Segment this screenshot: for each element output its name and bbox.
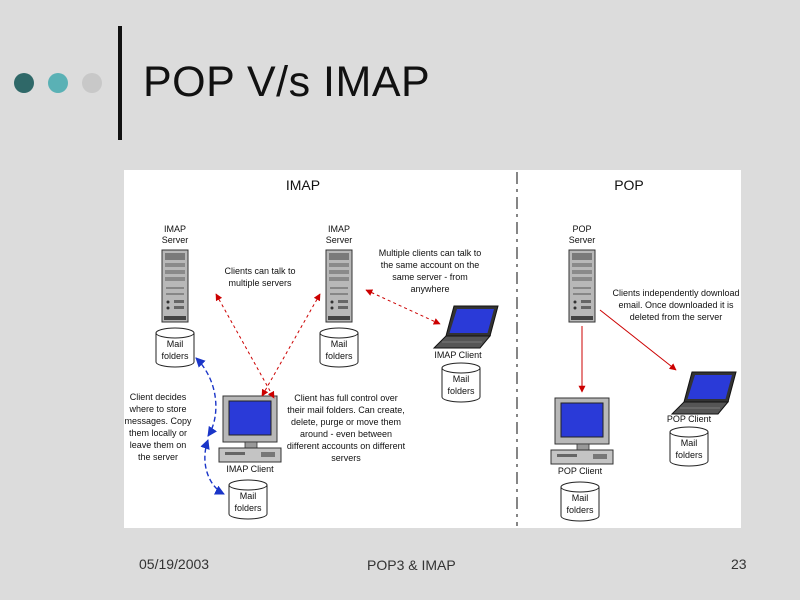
server-icon [325, 249, 353, 323]
pop-desktop-client: POP Client [550, 397, 614, 476]
note-line: deleted from the server [630, 312, 723, 322]
note-line: servers [331, 453, 361, 463]
arrow-pop-server-laptop [599, 309, 677, 371]
note-line: them locally or [129, 428, 187, 438]
desktop-computer-icon [550, 397, 614, 465]
mail-folders-label-line2: folders [161, 351, 189, 361]
note-client-decides: Client decides where to store messages. Co… [124, 392, 192, 462]
pop-imap-diagram: IMAP POP IMAP Server Mail folders IMAP S… [124, 170, 741, 528]
mail-folders-label-line2: folders [325, 351, 353, 361]
mail-folders-label-line1: Mail [453, 374, 470, 384]
pop-server-label-line2: Server [569, 235, 596, 245]
pop-heading: POP [614, 177, 644, 193]
imap-desktop-client: IMAP Client [218, 395, 282, 474]
imap-laptop-mail-folders: Mail folders [441, 362, 481, 403]
note-line: delete, purge or move them [291, 417, 401, 427]
note-line: around - even between [300, 429, 392, 439]
note-line: where to store [128, 404, 186, 414]
note-multiple-servers: Clients can talk to multiple servers [224, 266, 295, 288]
pop-desktop-client-label: POP Client [558, 466, 603, 476]
imap-server-2-label-line2: Server [326, 235, 353, 245]
desktop-computer-icon [218, 395, 282, 463]
mail-folders-label-line1: Mail [681, 438, 698, 448]
note-line: leave them on [130, 440, 187, 450]
mail-folders-label-line2: folders [447, 386, 475, 396]
mail-folders-label-line2: folders [566, 505, 594, 515]
arrow-client-server2 [261, 293, 321, 397]
decor-dot-gray [82, 73, 102, 93]
imap-server-2-mail-folders: Mail folders [319, 327, 359, 368]
slide-title: POP V/s IMAP [143, 58, 431, 106]
pop-desktop-mail-folders: Mail folders [560, 481, 600, 522]
note-line: Clients independently download [612, 288, 739, 298]
pop-laptop-mail-folders: Mail folders [669, 426, 709, 467]
laptop-icon [433, 305, 499, 349]
note-line: same server - from [392, 272, 468, 282]
imap-server-2-label-line1: IMAP [328, 224, 350, 234]
arrow-client-server1 [215, 293, 275, 399]
mail-folders-label-line1: Mail [167, 339, 184, 349]
footer-date: 05/19/2003 [139, 556, 210, 572]
arrow-local-to-server-folders [195, 357, 217, 437]
mail-folders-label-line1: Mail [240, 491, 257, 501]
imap-server-1-label-line1: IMAP [164, 224, 186, 234]
note-line: Clients can talk to [224, 266, 295, 276]
footer-title: POP3 & IMAP [367, 557, 456, 573]
note-line: their mail folders. Can create, [287, 405, 405, 415]
mail-folders-label-line2: folders [675, 450, 703, 460]
imap-server-1-label-line2: Server [162, 235, 189, 245]
imap-heading: IMAP [286, 177, 320, 193]
imap-laptop-client-label: IMAP Client [434, 350, 482, 360]
footer-page-number: 23 [731, 556, 747, 572]
note-line: Multiple clients can talk to [379, 248, 482, 258]
mail-folders-label-line1: Mail [331, 339, 348, 349]
imap-laptop-client: IMAP Client [433, 305, 499, 360]
laptop-icon [671, 371, 737, 415]
note-line: Client has full control over [294, 393, 398, 403]
note-line: Client decides [130, 392, 187, 402]
decor-dot-dark [14, 73, 34, 93]
imap-server-2: IMAP Server [325, 224, 353, 323]
note-line: different accounts on different [287, 441, 406, 451]
note-line: messages. Copy [124, 416, 192, 426]
note-line: the same account on the [381, 260, 480, 270]
arrow-server2-laptop [365, 289, 441, 325]
imap-server-1-mail-folders: Mail folders [155, 327, 195, 368]
diagram-canvas: IMAP POP IMAP Server Mail folders IMAP S… [124, 172, 740, 526]
note-line: multiple servers [228, 278, 292, 288]
note-line: the server [138, 452, 178, 462]
server-icon [568, 249, 596, 323]
mail-folders-label-line1: Mail [572, 493, 589, 503]
note-pop-download: Clients independently download email. Onc… [612, 288, 739, 322]
pop-laptop-client: POP Client [667, 371, 737, 424]
note-line: email. Once downloaded it is [618, 300, 734, 310]
pop-laptop-client-label: POP Client [667, 414, 712, 424]
decor-dot-teal [48, 73, 68, 93]
arrow-local-to-client-folders [200, 439, 225, 495]
imap-desktop-client-label: IMAP Client [226, 464, 274, 474]
note-full-control: Client has full control over their mail f… [287, 393, 406, 463]
pop-server-label-line1: POP [572, 224, 591, 234]
title-divider [118, 26, 122, 140]
imap-desktop-mail-folders: Mail folders [228, 479, 268, 520]
server-icon [161, 249, 189, 323]
imap-server-1: IMAP Server [161, 224, 189, 323]
pop-server: POP Server [568, 224, 596, 323]
note-multiple-clients: Multiple clients can talk to the same acc… [379, 248, 482, 294]
mail-folders-label-line2: folders [234, 503, 262, 513]
note-line: anywhere [410, 284, 449, 294]
